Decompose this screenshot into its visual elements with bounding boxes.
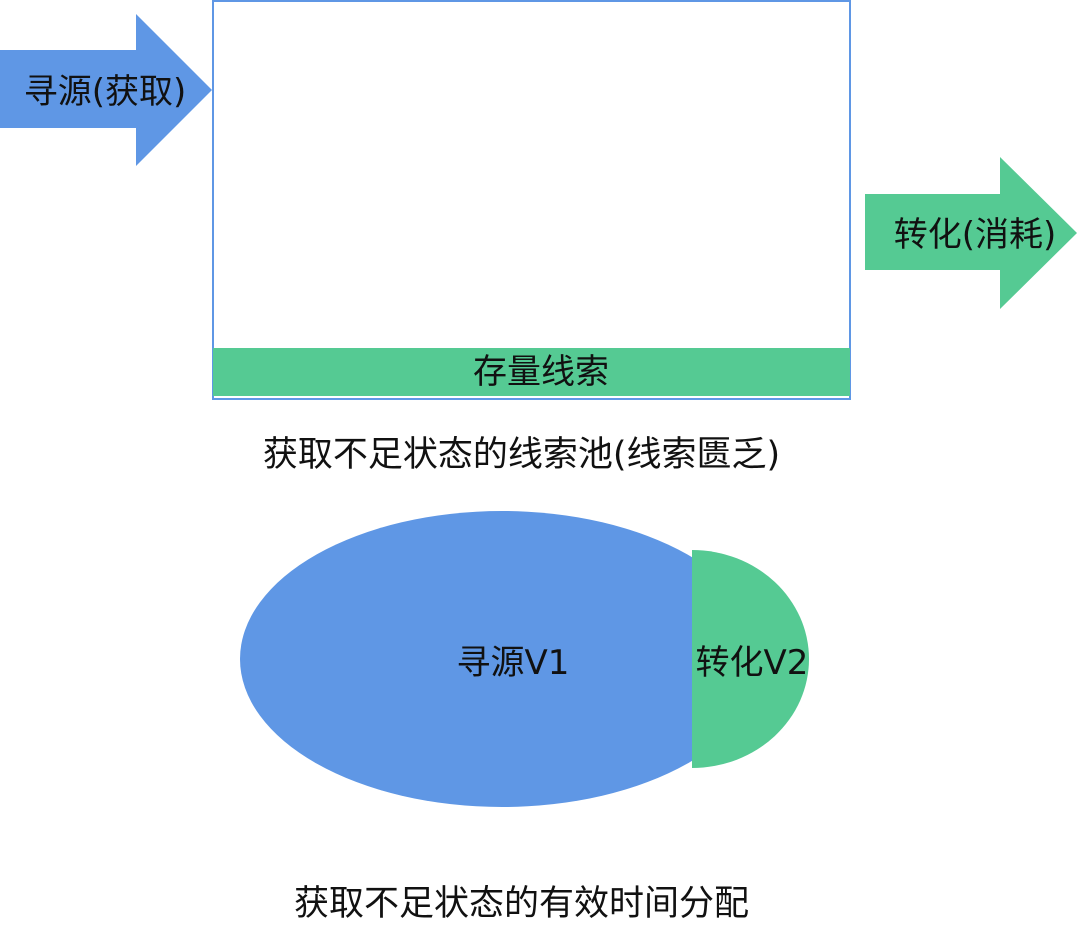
sourcing-v1-label: 寻源V1 xyxy=(457,643,570,683)
sourcing-arrow-label: 寻源(获取) xyxy=(24,72,187,112)
sourcing-arrow: 寻源(获取) xyxy=(0,14,212,166)
conversion-arrow: 转化(消耗) xyxy=(865,157,1077,309)
conversion-arrow-label: 转化(消耗) xyxy=(894,215,1057,255)
time-allocation-caption: 获取不足状态的有效时间分配 xyxy=(293,884,749,924)
sourcing-time-ellipse xyxy=(240,511,764,807)
conversion-v2-label: 转化V2 xyxy=(696,643,809,683)
sourcing-arrow-shape xyxy=(0,14,212,166)
conversion-time-segment xyxy=(692,550,809,768)
stock-leads-fill xyxy=(213,348,850,396)
time-allocation-diagram: 寻源V1 转化V2 xyxy=(240,511,809,807)
stock-leads-label: 存量线索 xyxy=(473,352,609,392)
lead-pool-diagram: 寻源(获取) 存量线索 转化(消耗) xyxy=(0,0,1077,400)
lead-pool-box xyxy=(212,0,851,400)
conversion-arrow-shape xyxy=(865,157,1077,309)
lead-pool-caption: 获取不足状态的线索池(线索匮乏) xyxy=(262,435,781,475)
stock-leads-bar: 存量线索 xyxy=(213,348,850,396)
